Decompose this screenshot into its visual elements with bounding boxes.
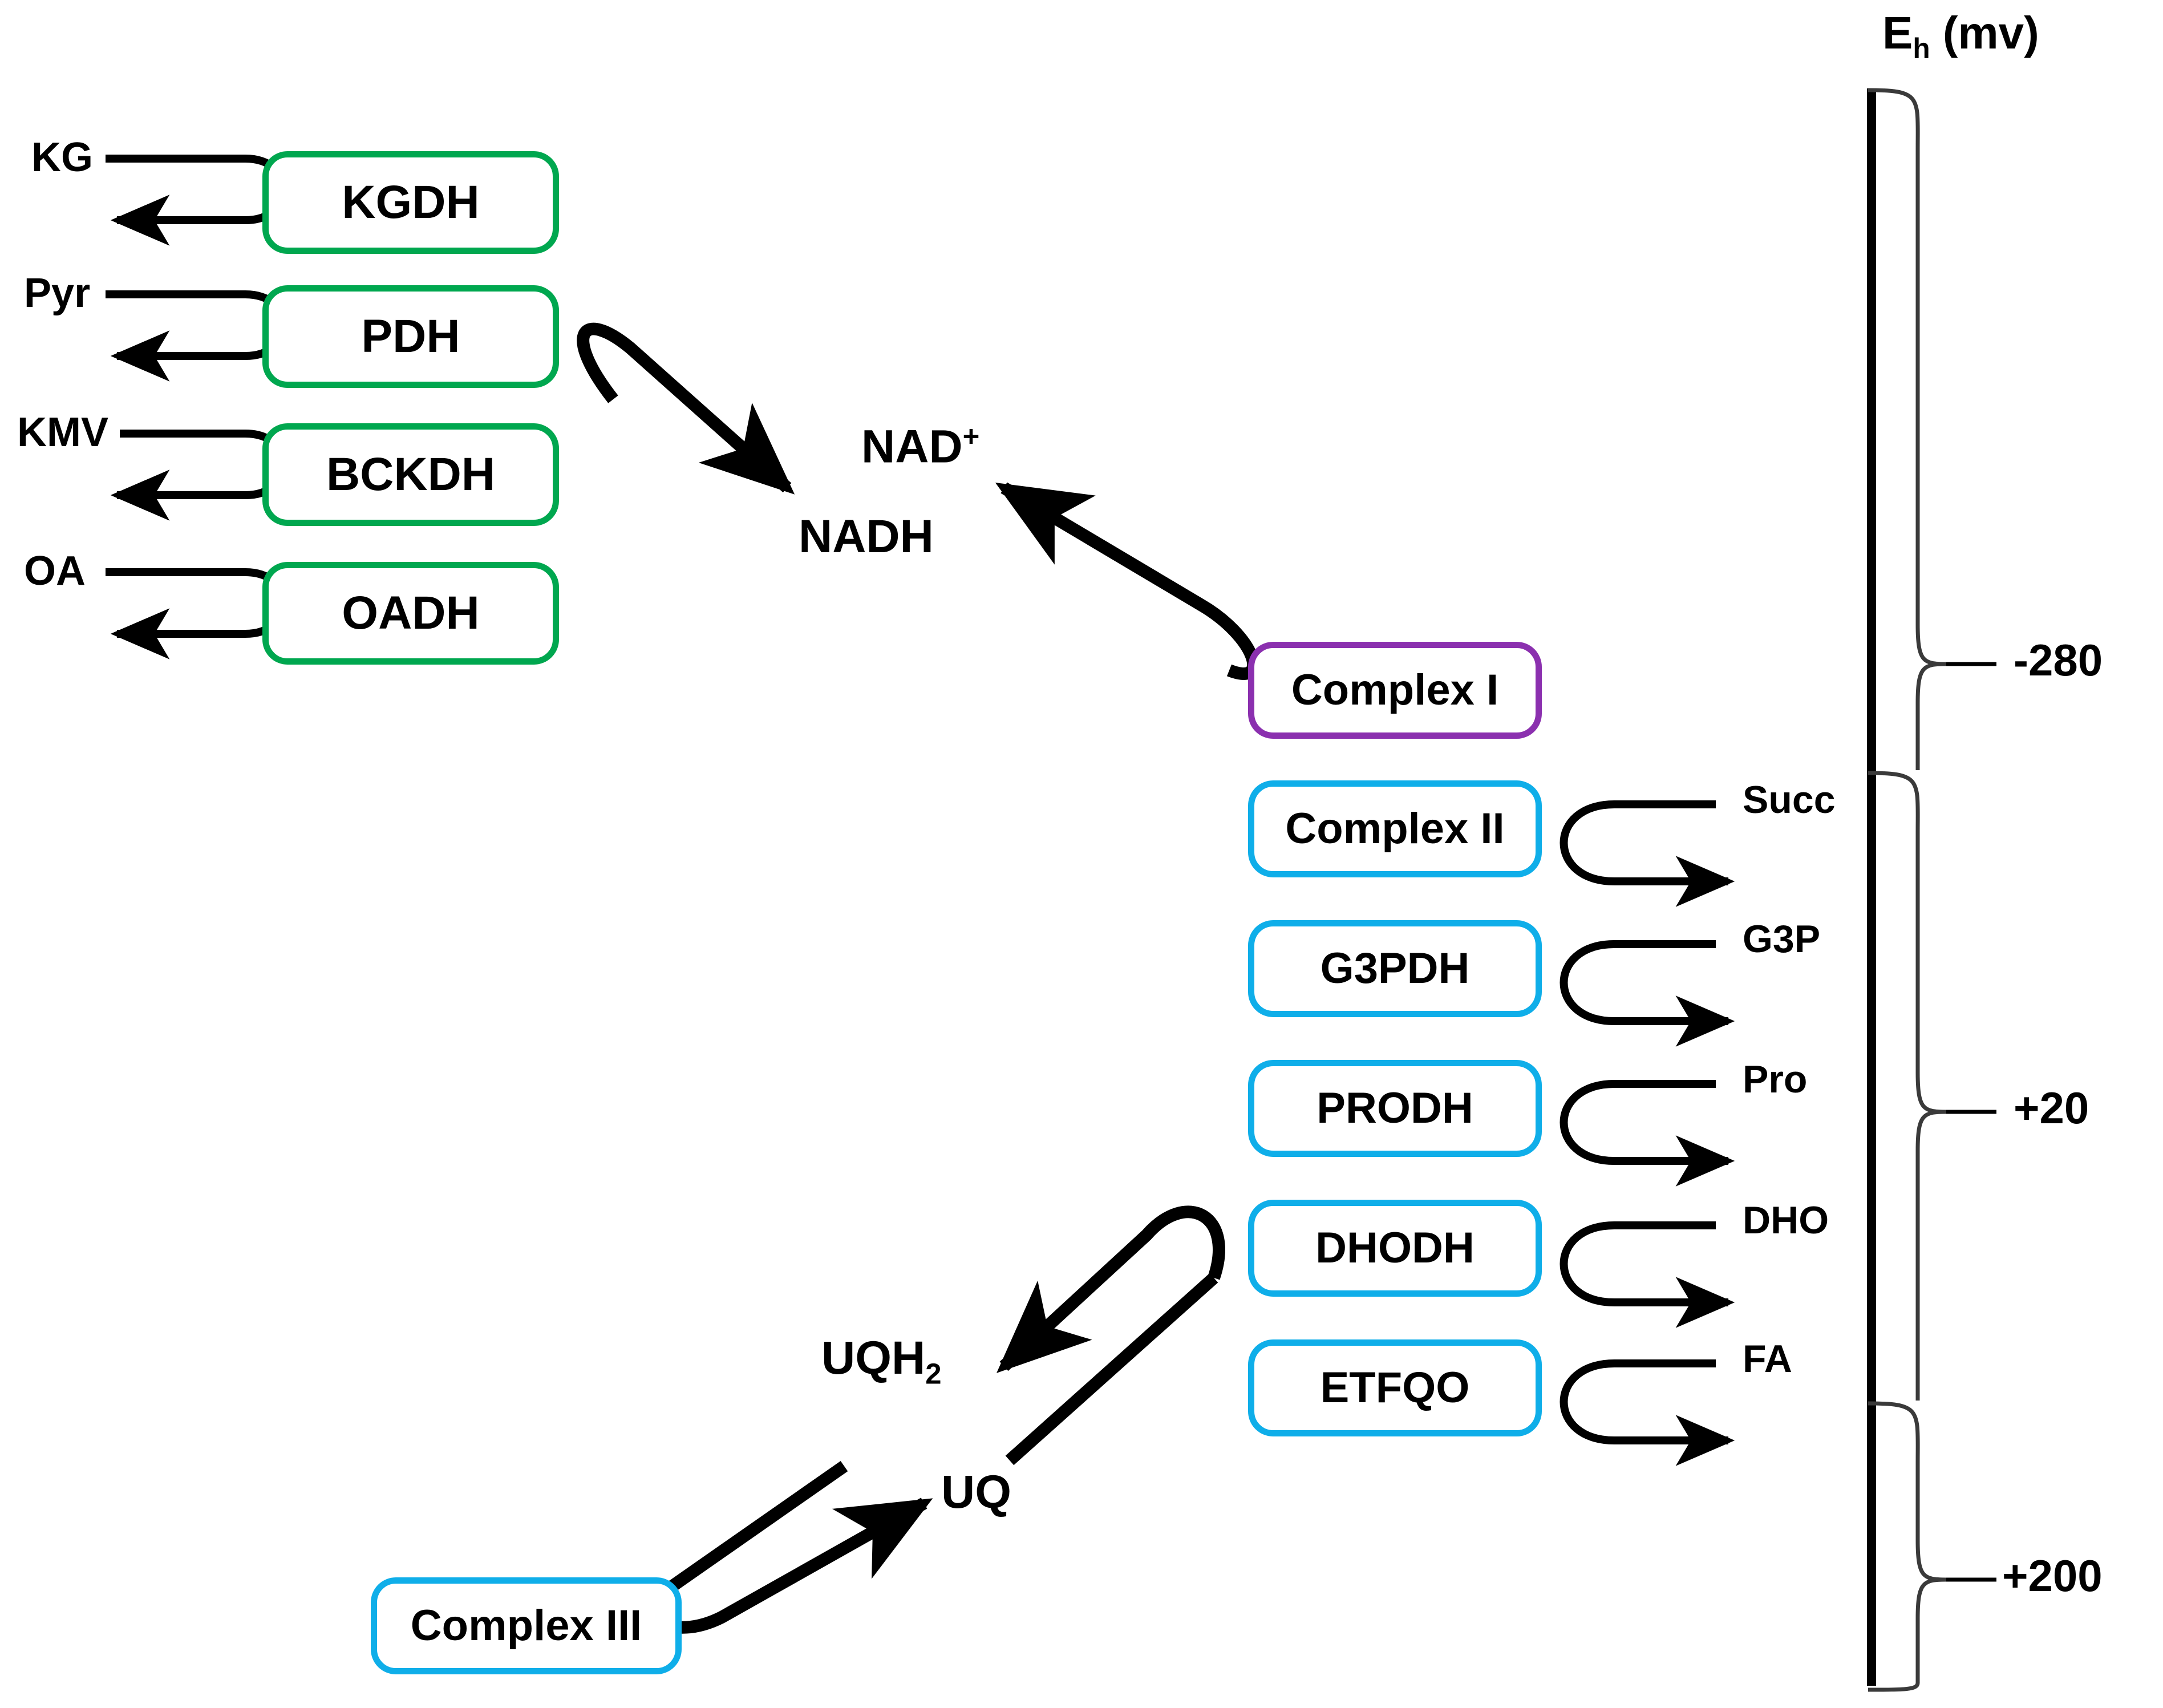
nad-reduced-label: NADH — [799, 511, 934, 562]
eh-axis-line — [1867, 88, 1876, 1686]
enzyme-label-complex-iii: Complex III — [410, 1601, 642, 1650]
eh-bracket-20 — [1868, 771, 1947, 1401]
enzyme-label-prodh: PRODH — [1317, 1084, 1473, 1132]
substrate-label-pyr: Pyr — [24, 270, 91, 316]
enzyme-box-dhodh[interactable]: DHODH — [1248, 1200, 1542, 1297]
eh-bracket-200 — [1868, 1401, 1947, 1692]
substrate-label-oa: OA — [24, 548, 86, 594]
enzyme-label-oadh: OADH — [342, 587, 480, 639]
enzyme-box-prodh[interactable]: PRODH — [1248, 1060, 1542, 1157]
nad-charge-superscript: + — [962, 420, 980, 452]
eh-axis-title-subscript: h — [1913, 33, 1930, 64]
eh-bracket-280 — [1868, 88, 1947, 770]
uqh2-reduction-arrow — [997, 1205, 1225, 1373]
enzyme-box-complex-iii[interactable]: Complex III — [371, 1577, 682, 1674]
enzyme-label-g3pdh: G3PDH — [1320, 944, 1470, 993]
eh-axis-title: Eh (mv) — [1882, 10, 2039, 63]
uq-label: UQ — [941, 1466, 1011, 1518]
substrate-loop-g3p — [1560, 940, 1735, 1047]
nad-regeneration-arrow — [995, 482, 1260, 680]
uqh2-label: UQH2 — [821, 1335, 942, 1389]
substrate-label-g3p: G3P — [1743, 917, 1821, 961]
complexiii-to-uq-line — [661, 1460, 848, 1597]
substrate-loop-pyr — [106, 290, 288, 382]
enzyme-label-kgdh: KGDH — [342, 176, 480, 228]
eh-value-plus200: +200 — [2002, 1551, 2103, 1601]
substrate-loop-kmv — [110, 430, 288, 521]
enzyme-label-etfqo: ETFQO — [1320, 1363, 1470, 1412]
uqh2-subscript: 2 — [925, 1357, 942, 1390]
substrate-label-kmv: KMV — [17, 410, 108, 455]
uqh2-text: UQH — [821, 1332, 926, 1384]
substrate-label-kg: KG — [31, 135, 93, 180]
eh-value-minus280: -280 — [2014, 635, 2103, 685]
eh-axis-title-e: E — [1882, 7, 1913, 58]
substrate-label-fa: FA — [1743, 1337, 1792, 1381]
eh-value-plus20: +20 — [2014, 1083, 2089, 1133]
substrate-loop-kg — [106, 155, 288, 246]
enzyme-label-bckdh: BCKDH — [326, 448, 496, 500]
enzyme-label-complex-i: Complex I — [1291, 666, 1499, 714]
enzyme-box-kgdh[interactable]: KGDH — [262, 151, 559, 254]
enzyme-box-etfqo[interactable]: ETFQO — [1248, 1339, 1542, 1436]
uqh2-to-uq-line — [1005, 1273, 1218, 1466]
eh-axis-title-unit: (mv) — [1930, 7, 2039, 58]
nadh-production-arrow — [577, 322, 795, 495]
enzyme-label-complex-ii: Complex II — [1285, 804, 1505, 853]
substrate-loop-dho — [1560, 1221, 1735, 1328]
substrate-label-pro: Pro — [1743, 1058, 1808, 1101]
enzyme-box-complex-i[interactable]: Complex I — [1248, 642, 1542, 739]
uq-oxidation-arrow — [646, 1497, 933, 1634]
nad-oxidized-text: NAD — [861, 420, 963, 473]
substrate-loop-pro — [1560, 1080, 1735, 1187]
enzyme-box-g3pdh[interactable]: G3PDH — [1248, 920, 1542, 1017]
enzyme-label-dhodh: DHODH — [1315, 1224, 1475, 1272]
enzyme-label-pdh: PDH — [361, 310, 460, 362]
substrate-label-dho: DHO — [1743, 1199, 1829, 1242]
nad-oxidized-label: NAD+ — [861, 422, 979, 470]
substrate-loop-fa — [1560, 1359, 1735, 1466]
enzyme-box-pdh[interactable]: PDH — [262, 285, 559, 388]
enzyme-box-complex-ii[interactable]: Complex II — [1248, 780, 1542, 877]
substrate-label-succ: Succ — [1743, 778, 1836, 821]
enzyme-box-bckdh[interactable]: BCKDH — [262, 423, 559, 526]
substrate-loop-succ — [1560, 800, 1735, 907]
enzyme-box-oadh[interactable]: OADH — [262, 562, 559, 665]
substrate-loop-oa — [106, 568, 288, 659]
